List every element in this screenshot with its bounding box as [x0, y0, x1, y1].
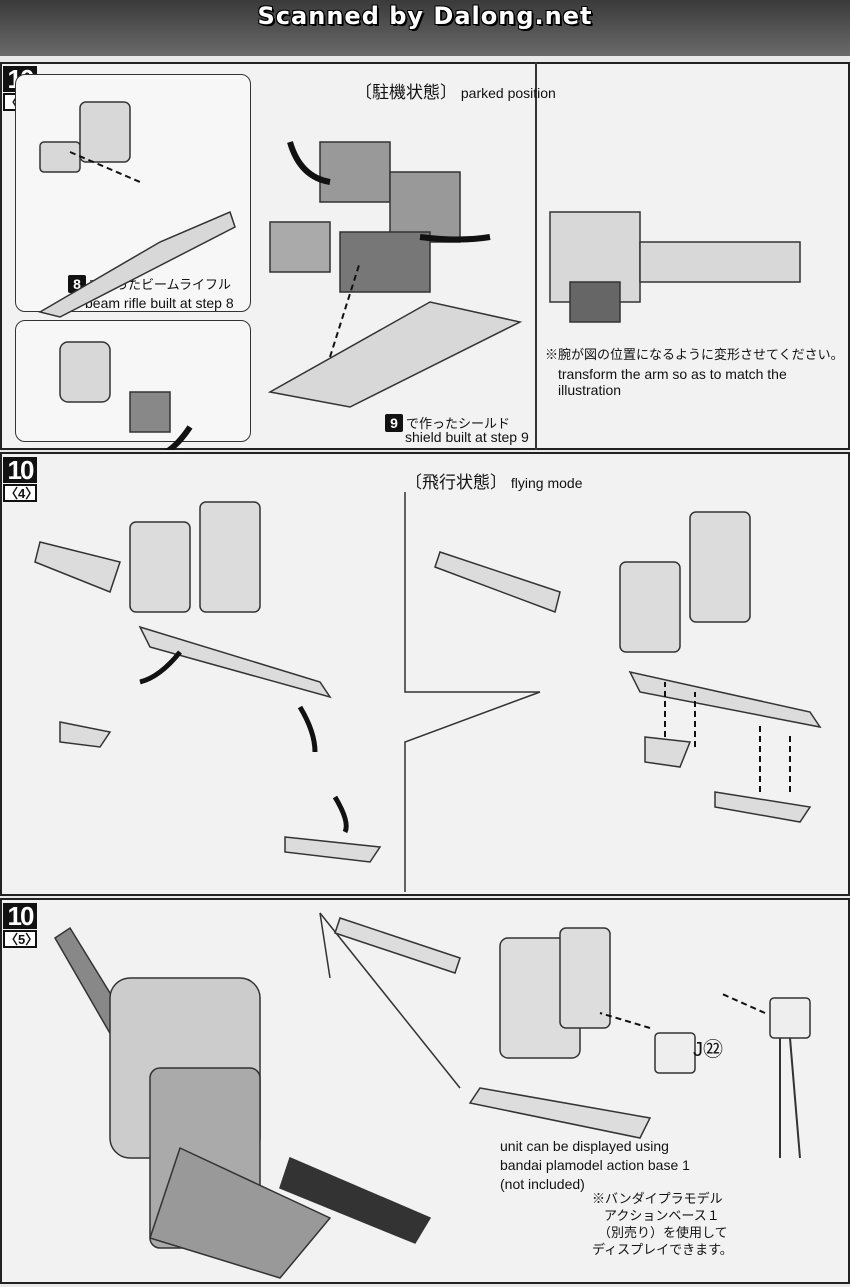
- parked-illustration: [38, 101, 801, 450]
- divider: [535, 62, 537, 450]
- step-number: 10: [3, 903, 37, 929]
- display-illustration: [53, 912, 811, 1279]
- step-number: 10: [3, 457, 37, 483]
- flying-illustration: [34, 492, 822, 892]
- display-note-en: unit can be displayed using bandai plamo…: [500, 1138, 690, 1192]
- part-label: J㉒: [693, 1039, 723, 1061]
- step-sub: 〈4〉: [3, 484, 39, 502]
- rifle-label-en: beam rifle built at step 8: [85, 295, 234, 311]
- watermark: Scanned by Dalong.net: [257, 2, 593, 30]
- display-note-jp: ※バンダイプラモデル アクションベース１ （別売り）を使用して ディスプレイでき…: [592, 1191, 733, 1257]
- note-en: transform the arm so as to match the ill…: [558, 366, 787, 398]
- step-sub: 〈5〉: [3, 930, 39, 948]
- mode-title: 〔飛行状態〕 flying mode: [405, 473, 583, 492]
- mode-title: 〔駐機状態〕 parked position: [355, 83, 556, 102]
- shield-label-en: shield built at step 9: [405, 429, 529, 445]
- scan-header: [0, 0, 850, 56]
- note-jp: ※腕が図の位置になるように変形させてください。: [545, 347, 844, 362]
